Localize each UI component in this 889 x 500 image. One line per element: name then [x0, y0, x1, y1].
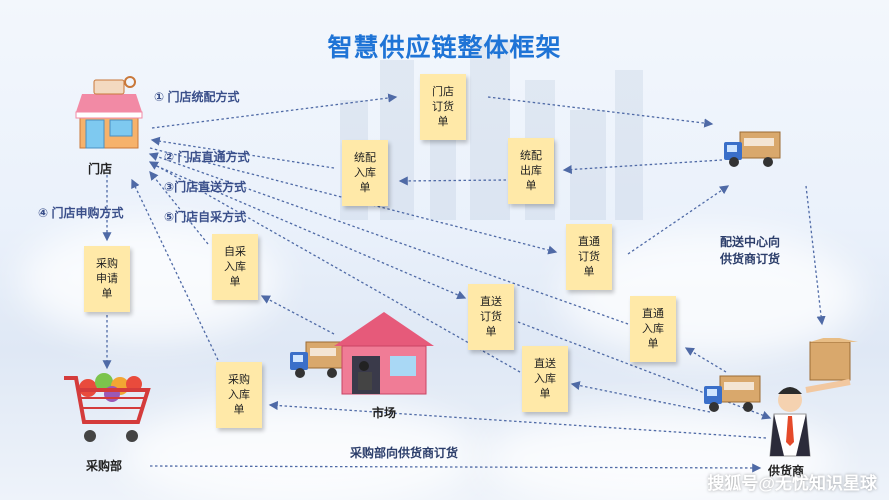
note-delivery-order: 直送 订货 单: [468, 284, 514, 350]
arrow-supplier-to-direct-in: [684, 347, 727, 373]
arrow-self-in-to-store: [149, 170, 209, 245]
label-direct-supply: ② 门店直通方式: [164, 150, 250, 164]
arrow-delivery-in-to-store: [148, 161, 521, 373]
arrow-direct-order-to-dc: [627, 185, 730, 255]
arrow-supplier-to-delivery-in: [570, 381, 711, 413]
note-delivery-in: 直送 入库 单: [522, 346, 568, 412]
arrow-store-to-delivery-order: [151, 163, 467, 300]
arrow-unified-in-to-store: [150, 136, 335, 169]
market-truck-icon: [290, 341, 343, 378]
note-purchase-in: 采购 入库 单: [216, 362, 262, 428]
note-direct-in: 直通 入库 单: [630, 296, 676, 362]
arrow-dc-to-unified-out: [562, 159, 723, 175]
arrow-supplier-to-purchase-in: [268, 400, 767, 439]
label-purchase-request: ④ 门店申购方式: [38, 206, 124, 220]
arrow-store-to-store-order: [151, 93, 398, 129]
arrow-market-to-self-in: [260, 295, 335, 335]
label-direct-delivery: ③门店直送方式: [164, 180, 247, 194]
arrow-dc-to-supplier: [805, 185, 826, 326]
note-unified-out: 统配 出库 单: [508, 138, 554, 204]
note-direct-order: 直通 订货 单: [566, 224, 612, 290]
watermark: 搜狐号@无忧知识星球: [707, 474, 877, 493]
arrow-unified-out-to-unified-in: [398, 176, 507, 186]
page-title: 智慧供应链整体框架: [327, 34, 562, 62]
note-unified-in: 统配 入库 单: [342, 140, 388, 206]
market-building-icon: [334, 312, 434, 395]
shopping-cart-icon: [64, 373, 151, 442]
label-purchasing-order: 采购部向供货商订货: [350, 446, 459, 460]
label-self-purchase: ⑤门店自采方式: [164, 210, 247, 224]
arrow-store-order-to-dc: [487, 96, 714, 128]
node-supplier: 供货商: [768, 464, 805, 478]
note-purchase-request: 采购 申请 单: [84, 246, 130, 312]
store-icon: [75, 76, 143, 149]
businessman-icon: [769, 338, 858, 457]
note-store-order: 门店 订货 单: [420, 74, 466, 140]
label-unified: ① 门店统配方式: [154, 90, 240, 104]
note-self-in: 自采 入库 单: [212, 234, 258, 300]
node-purchasing: 采购部: [86, 459, 123, 473]
arrow-purchase-in-to-store: [131, 178, 219, 361]
delivery-truck-icon: [724, 131, 781, 167]
supplier-truck-icon: [704, 375, 761, 412]
arrow-purchasing-to-supplier: [149, 463, 762, 473]
node-market: 市场: [372, 406, 397, 420]
node-store: 门店: [88, 162, 113, 176]
label-dc-order: 配送中心向 供货商订货: [720, 235, 781, 266]
